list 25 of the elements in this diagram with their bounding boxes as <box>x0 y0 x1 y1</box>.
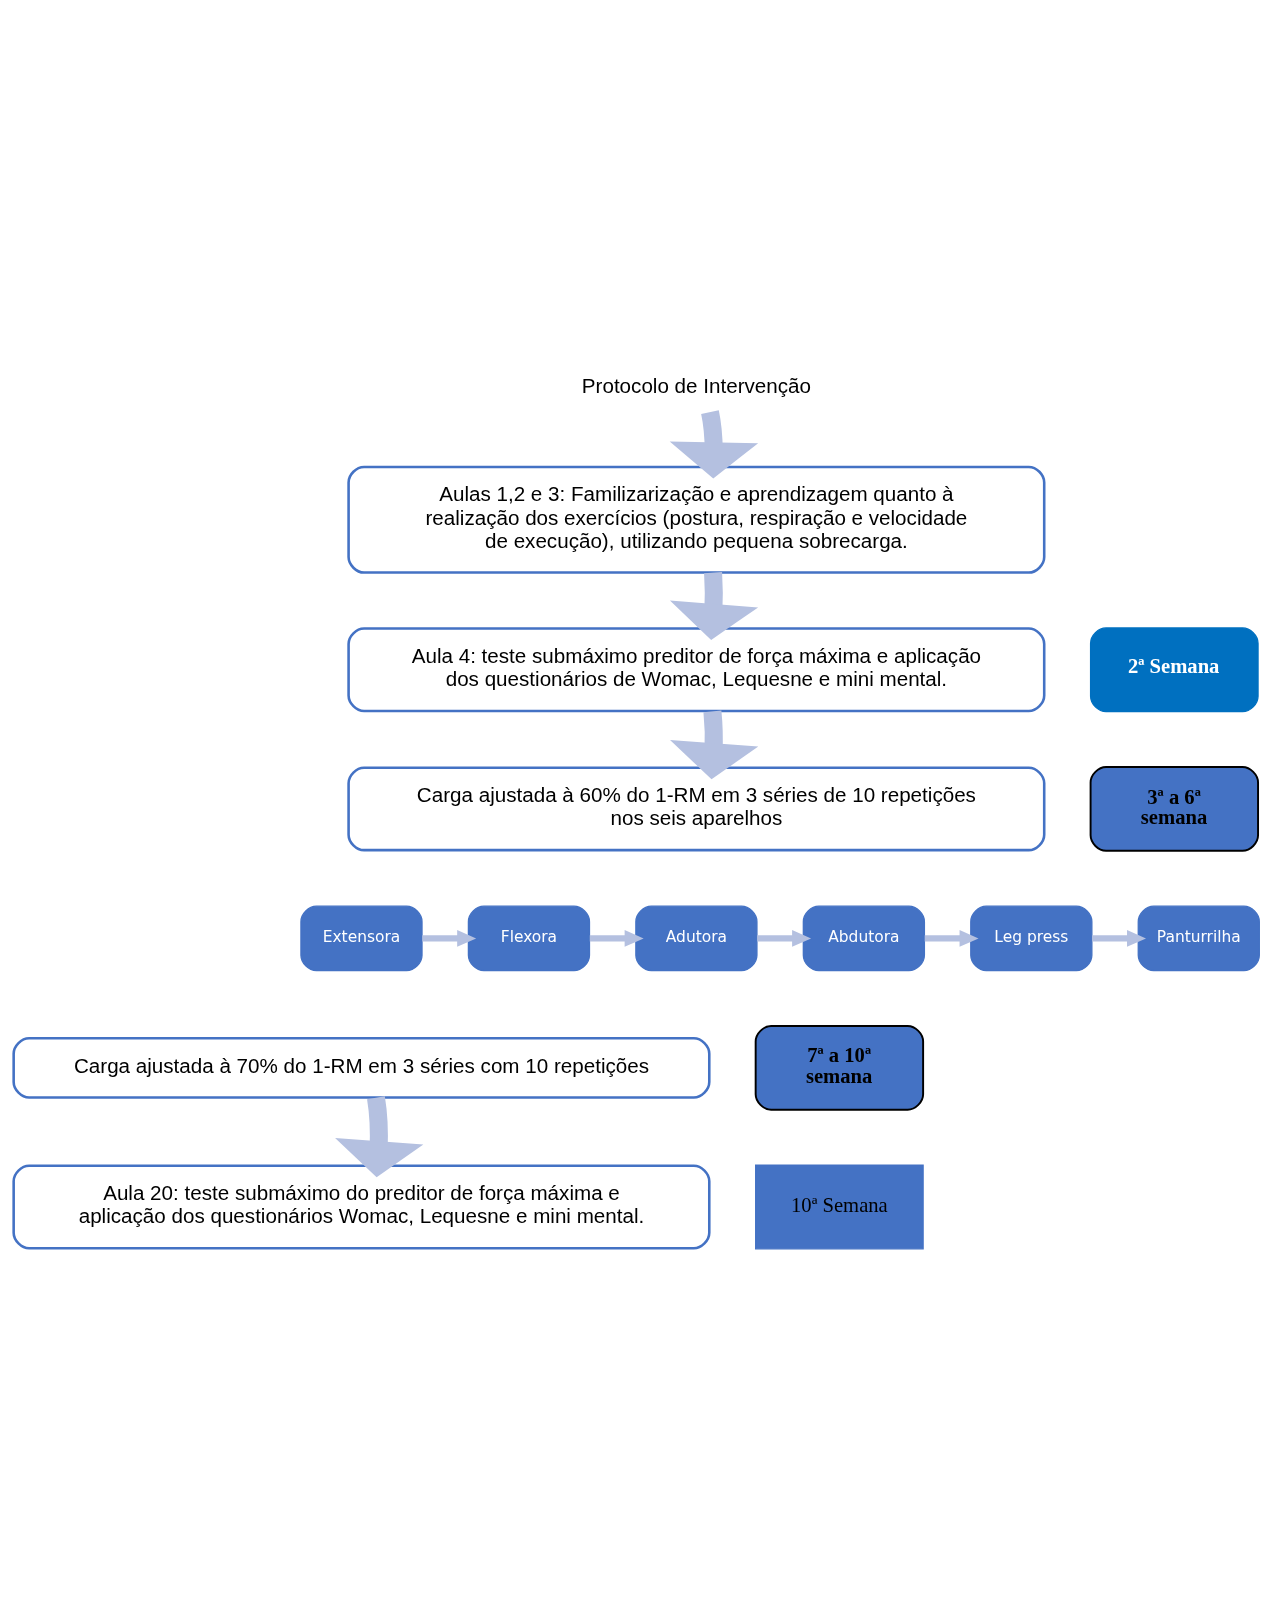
arrow <box>422 929 477 947</box>
arrow <box>669 409 759 478</box>
arrow <box>1092 929 1146 947</box>
node-box: Extensora <box>300 905 423 971</box>
node-box: Abdutora <box>802 905 926 971</box>
arrow <box>589 929 644 947</box>
node-box: Aulas 1,2 e 3: Familizarização e aprendizagem quanto à realização dos exercícios (postura, respiração e velocidade de execução), utilizando pequena sobrecarga. <box>347 465 1046 574</box>
node-box: Flexora <box>467 905 591 971</box>
node-box: Adutora <box>635 905 758 971</box>
arrow <box>670 709 759 779</box>
node-box: 2ª Semana <box>1089 626 1259 712</box>
node-box: Aula 4: teste submáximo preditor de força máxima e aplicação dos questionários de Womac, Lequesne e mini mental. <box>347 626 1046 712</box>
node-box: 7ª a 10ª semana <box>754 1024 925 1111</box>
arrow <box>757 929 812 947</box>
node-box: Panturrilha <box>1137 905 1260 971</box>
node-box: Carga ajustada à 70% do 1-RM em 3 séries com 10 repetições <box>12 1036 711 1099</box>
arrow <box>669 571 759 640</box>
node-box: Leg press <box>970 905 1093 971</box>
node-box: 10ª Semana <box>755 1163 924 1249</box>
node-box: Aula 20: teste submáximo do preditor de força máxima e aplicação dos questionários Womac, Lequesne e mini mental. <box>12 1163 711 1249</box>
node-box: 3ª a 6ª semana <box>1089 765 1259 852</box>
arrow <box>924 929 979 947</box>
arrow <box>335 1095 424 1177</box>
node-text: Protocolo de Intervenção <box>581 373 811 397</box>
node-box: Carga ajustada à 60% do 1-RM em 3 séries de 10 repetições nos seis aparelhos <box>347 765 1046 851</box>
